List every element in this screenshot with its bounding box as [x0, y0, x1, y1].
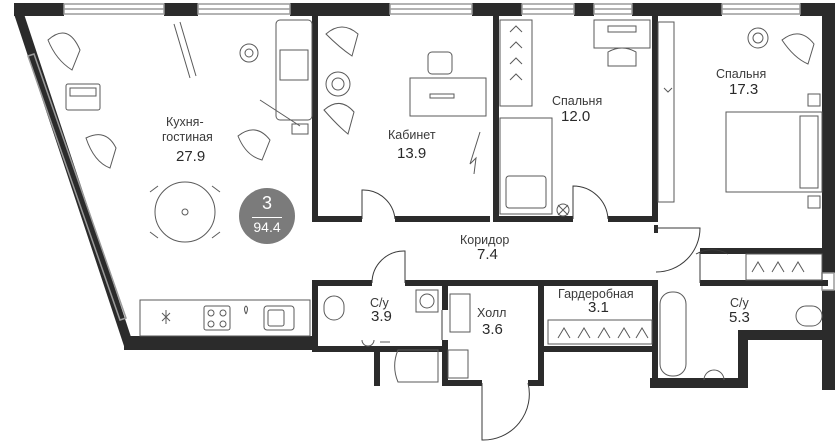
- hall-area: 3.6: [482, 321, 503, 338]
- bath2-name: С/у: [730, 296, 749, 310]
- wardrobe-area: 3.1: [588, 299, 609, 316]
- wardrobe-name: Гардеробная: [558, 287, 634, 301]
- bedroom1-area: 12.0: [561, 108, 591, 125]
- hall-name: Холл: [477, 306, 507, 320]
- bath1-area: 3.9: [371, 308, 392, 325]
- total-area: 94.4: [253, 219, 281, 235]
- furniture: [47, 19, 823, 383]
- exterior-walls: [14, 3, 835, 390]
- apartment-badge: 3 94.4: [239, 188, 295, 244]
- rooms-count: 3: [261, 193, 272, 213]
- kitchen-name-line2: гостиная: [162, 130, 213, 144]
- bath1-name: С/у: [370, 296, 389, 310]
- badge-divider: [252, 217, 282, 218]
- doors: [361, 185, 729, 441]
- corridor-area: 7.4: [477, 246, 498, 263]
- bedroom2-area: 17.3: [729, 81, 759, 98]
- windows: [27, 3, 835, 321]
- kitchen-area: 27.9: [176, 148, 206, 165]
- office-name: Кабинет: [388, 128, 436, 142]
- office-area: 13.9: [397, 145, 427, 162]
- bath2-area: 5.3: [729, 309, 750, 326]
- bedroom2-name: Спальня: [716, 67, 767, 81]
- interior-walls: [312, 10, 828, 386]
- corridor-name: Коридор: [460, 233, 510, 247]
- bedroom1-name: Спальня: [552, 94, 603, 108]
- kitchen-name-line1: Кухня-: [166, 115, 204, 129]
